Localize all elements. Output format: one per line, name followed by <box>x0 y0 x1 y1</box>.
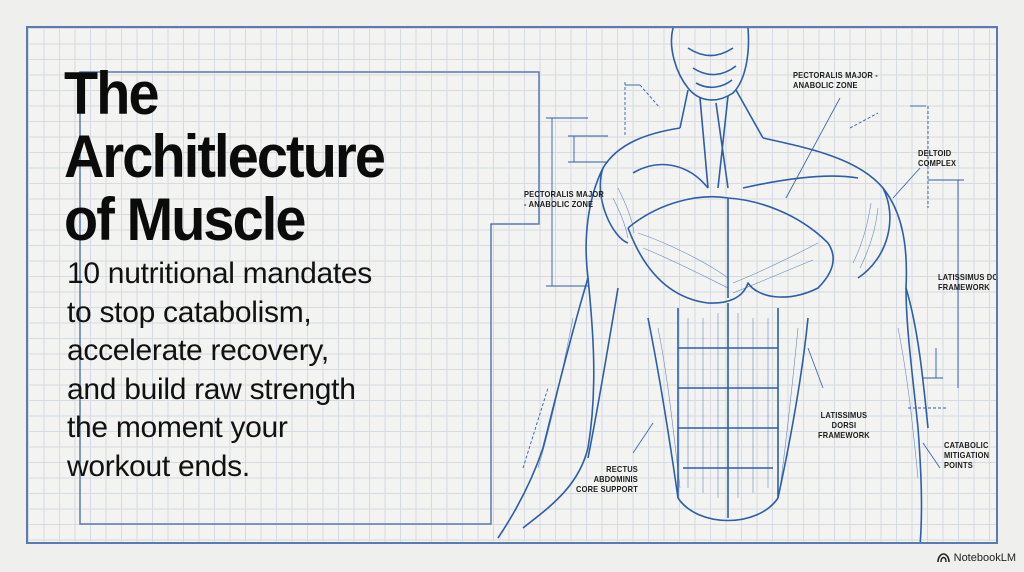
subtitle-line: workout ends. <box>67 449 250 483</box>
subtitle-line: 10 nutritional mandates <box>67 257 372 290</box>
subtitle-line: accelerate recovery, <box>67 334 329 367</box>
subtitle: 10 nutritional mandates to stop cataboli… <box>67 255 487 486</box>
brand-name: NotebookLM <box>953 552 1016 564</box>
label-latissimus-dorsi-center: LATISSIMUS DORSI FRAMEWORK <box>818 410 870 440</box>
label-pectoralis-major-left: PECTORALIS MAJOR - ANABOLIC ZONE <box>524 189 604 209</box>
muscle-anatomy-illustration <box>497 28 964 542</box>
title-line-1: The <box>64 60 159 127</box>
blueprint-frame: PECTORALIS MAJOR - ANABOLIC ZONE DELTOID… <box>26 26 998 544</box>
label-deltoid-complex: DELTOID COMPLEX <box>918 148 957 168</box>
subtitle-line: to stop catabolism, <box>67 295 312 329</box>
subtitle-line: and build raw strength <box>67 372 356 406</box>
label-pectoralis-major-top: PECTORALIS MAJOR - ANABOLIC ZONE <box>793 70 878 90</box>
notebooklm-logo-icon <box>936 553 950 563</box>
subtitle-line: the moment your <box>67 411 288 444</box>
title-frame <box>79 71 541 525</box>
label-catabolic-mitigation: CATABOLIC MITIGATION POINTS <box>944 440 990 470</box>
label-latissimus-dorsi-right: LATISSIMUS DORSI FRAMEWORK <box>938 272 998 292</box>
label-rectus-abdominis: RECTUS ABDOMINIS CORE SUPPORT <box>576 464 638 494</box>
page-title: The Architlecture of Muscle <box>64 60 386 253</box>
brand-watermark: NotebookLM <box>936 552 1016 564</box>
title-line-3: of Muscle <box>64 186 306 253</box>
title-line-2: Architlecture <box>64 123 386 190</box>
